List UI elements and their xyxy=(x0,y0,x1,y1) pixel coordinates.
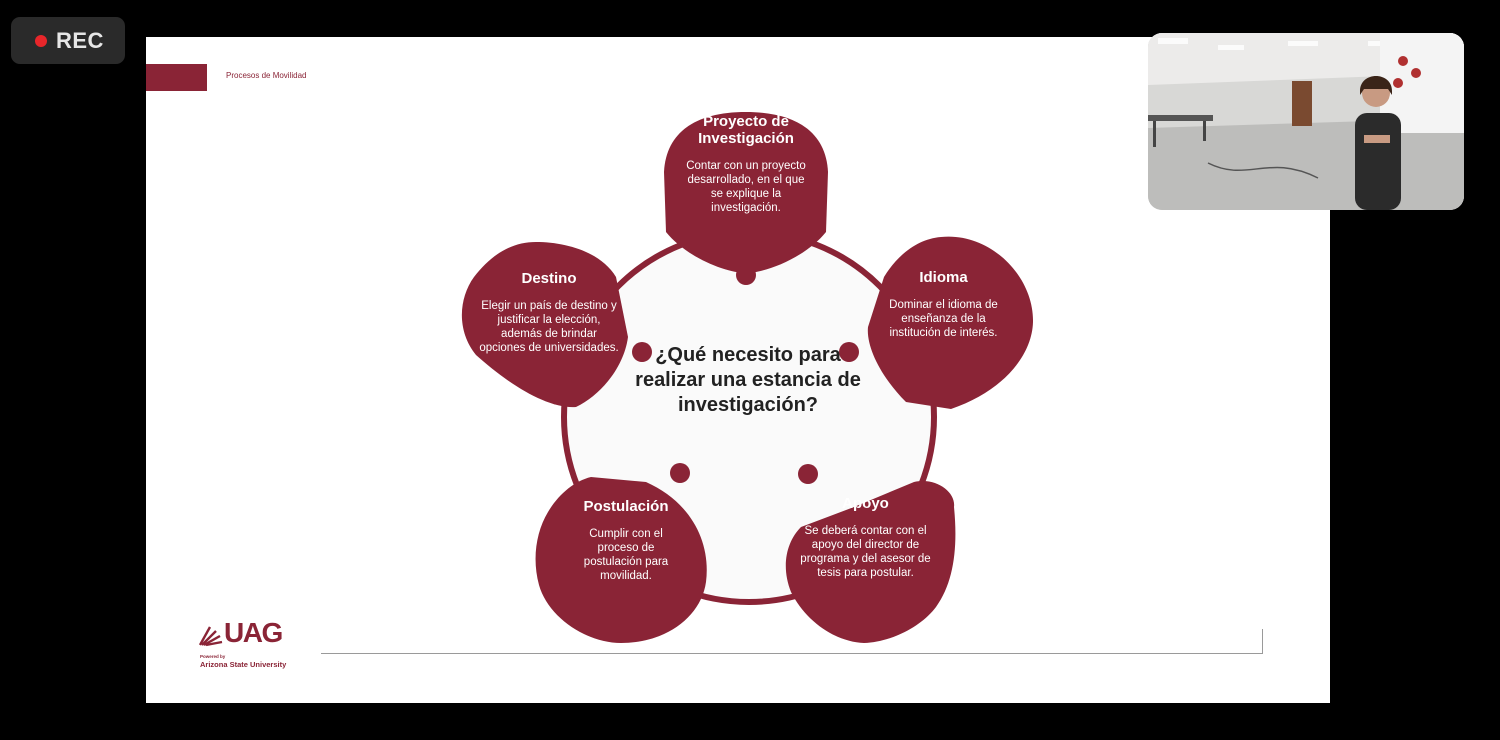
uag-sunburst-icon xyxy=(198,626,223,647)
node-shape-apoyo xyxy=(785,481,956,643)
node-shape-postulacion xyxy=(535,477,707,643)
node-destino: Destino Elegir un país de destino y just… xyxy=(479,270,619,355)
node-shape-proyecto xyxy=(664,112,828,273)
node-description: Cumplir con el proceso de postulación pa… xyxy=(583,528,669,582)
logo-wordmark: UAG xyxy=(224,617,283,648)
node-title: Apoyo xyxy=(842,495,889,512)
node-title: Idioma xyxy=(919,269,968,286)
logo-partner: Arizona State University xyxy=(200,660,287,669)
connector-dot xyxy=(632,342,652,362)
node-idioma: Idioma Dominar el idioma de enseñanza de… xyxy=(881,269,1006,340)
node-title: Proyecto de Investigación xyxy=(698,113,794,147)
connector-dot xyxy=(839,342,859,362)
footer-divider-tick xyxy=(1262,629,1263,654)
shared-slide: Procesos de Movilidad ¿Qué necesito para… xyxy=(146,37,1330,703)
node-title: Destino xyxy=(521,270,577,287)
connector-dot xyxy=(736,265,756,285)
node-description: Se deberá contar con el apoyo del direct… xyxy=(800,525,931,579)
node-shape-idioma xyxy=(867,236,1034,409)
footer-divider xyxy=(321,653,1263,654)
node-postulacion: Postulación Cumplir con el proceso de po… xyxy=(561,498,691,583)
connector-dot xyxy=(798,464,818,484)
node-shape-destino xyxy=(461,242,628,408)
header-accent-bar xyxy=(146,64,207,91)
node-description: Dominar el idioma de enseñanza de la ins… xyxy=(889,299,998,339)
node-apoyo: Apoyo Se deberá contar con el apoyo del … xyxy=(798,495,933,580)
slide-header: Procesos de Movilidad xyxy=(226,71,307,80)
center-question: ¿Qué necesito para realizar una estancia… xyxy=(635,344,861,416)
presenter-video-frame xyxy=(1148,33,1464,210)
node-title: Postulación xyxy=(583,498,669,515)
node-proyecto: Proyecto de Investigación Contar con un … xyxy=(676,113,816,215)
record-dot-icon xyxy=(35,34,47,47)
cycle-diagram xyxy=(461,112,1034,643)
node-description: Contar con un proyecto desarrollado, en … xyxy=(686,160,806,214)
connector-dot xyxy=(670,463,690,483)
recording-label: REC xyxy=(56,27,104,53)
logo-powered-by: Powered by xyxy=(200,654,226,659)
node-description: Elegir un país de destino y justificar l… xyxy=(479,300,619,354)
recording-indicator: REC xyxy=(11,17,125,64)
uag-logo: UAG Powered by Arizona State University xyxy=(198,617,328,677)
presenter-video[interactable] xyxy=(1148,33,1464,210)
